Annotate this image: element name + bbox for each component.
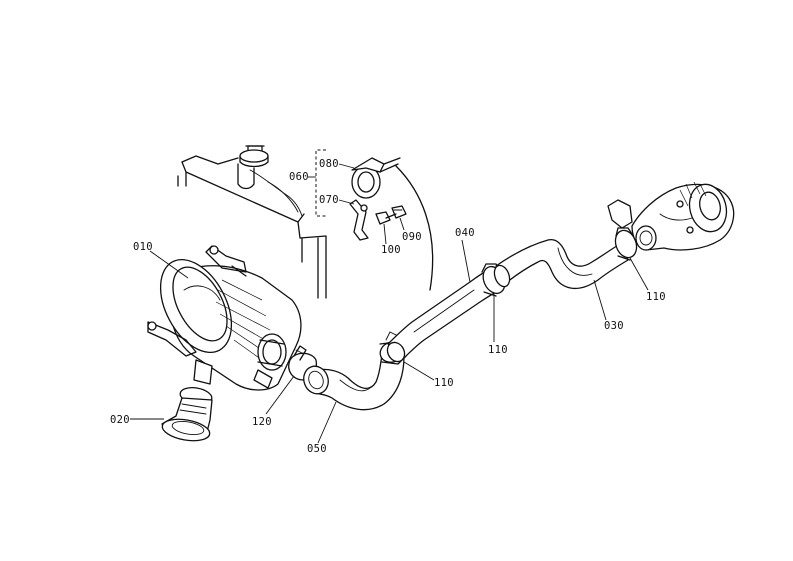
label-120: 120	[252, 416, 272, 428]
leader-110-lower	[403, 361, 435, 381]
leader-070	[338, 199, 355, 205]
label-010: 010	[133, 241, 153, 253]
label-110-lower: 110	[434, 377, 454, 389]
part-labels: 010 020 030 040 050 060 070 080 090 100 …	[110, 158, 666, 455]
label-060: 060	[289, 171, 309, 183]
leader-040	[461, 239, 471, 283]
leader-010	[149, 250, 189, 279]
middle-pipe	[386, 267, 501, 363]
radiator	[177, 145, 327, 299]
bracket-group	[315, 149, 434, 291]
label-090: 090	[402, 231, 422, 243]
air-cleaner	[147, 245, 302, 391]
label-100: 100	[381, 244, 401, 256]
leader-120	[265, 375, 295, 415]
leader-090	[399, 217, 405, 231]
leader-030	[593, 279, 607, 321]
label-050: 050	[307, 443, 327, 455]
label-070: 070	[319, 194, 339, 206]
label-030: 030	[604, 320, 624, 332]
hose-turbo-side	[493, 238, 629, 290]
label-080: 080	[319, 158, 339, 170]
label-110-middle: 110	[488, 344, 508, 356]
label-020: 020	[110, 414, 130, 426]
leader-050	[317, 401, 337, 444]
intake-hose	[161, 386, 213, 442]
label-110-turbo: 110	[646, 291, 666, 303]
leader-080	[338, 163, 355, 169]
leader-110-turbo	[629, 257, 649, 291]
label-040: 040	[455, 227, 475, 239]
leader-100	[383, 223, 387, 245]
turbocharger	[607, 181, 735, 251]
